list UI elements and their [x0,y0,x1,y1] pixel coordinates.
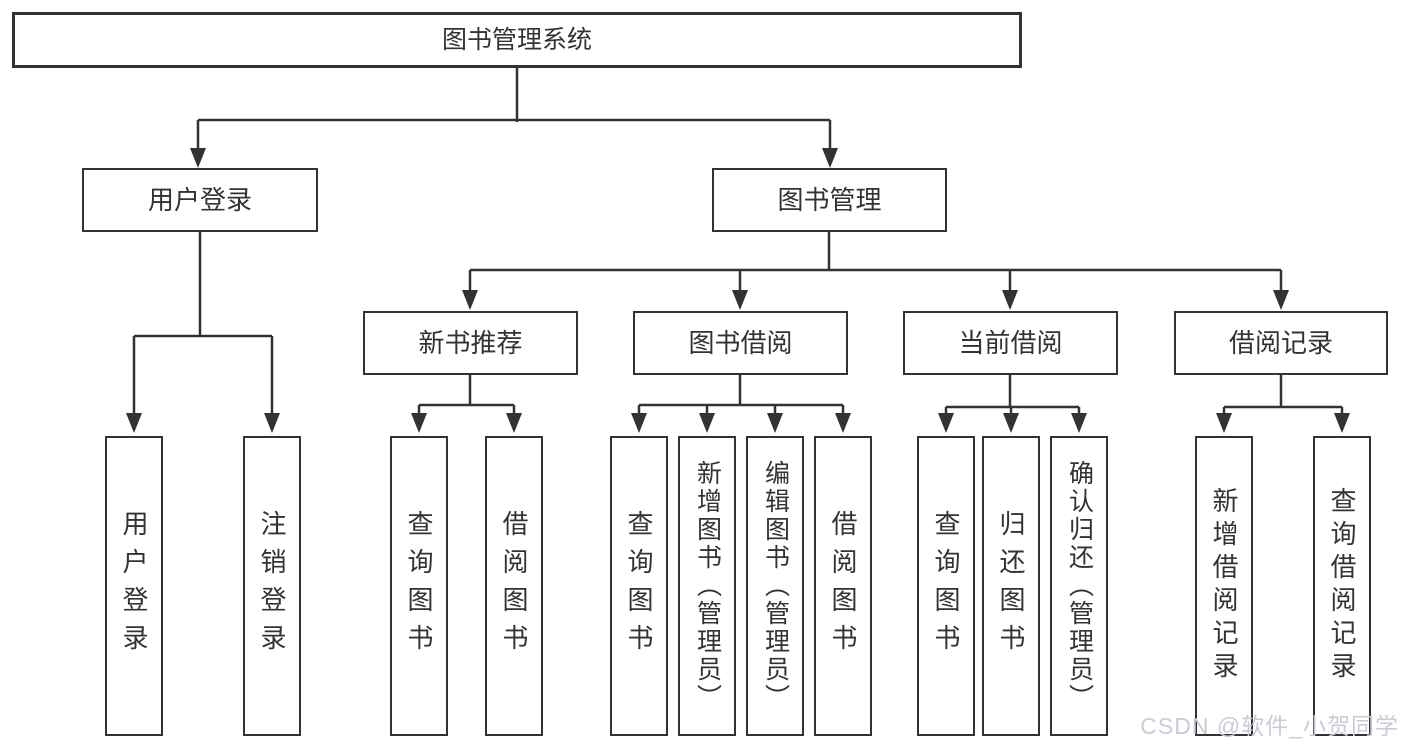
leaf-edit-books-admin: 编辑图书（管理员） [746,436,804,736]
leaf-query-borrow-record-label: 查询借阅记录 [1327,487,1357,685]
node-library-system: 图书管理系统 [12,12,1022,68]
leaf-confirm-return-admin-label: 确认归还（管理员） [1065,460,1094,712]
leaf-edit-books-admin-label: 编辑图书（管理员） [761,460,790,712]
node-borrow-records: 借阅记录 [1174,311,1388,375]
leaf-query-books-current: 查询图书 [917,436,975,736]
node-user-login-label: 用户登录 [147,185,252,215]
leaf-user-login: 用户登录 [105,436,163,736]
node-current-borrowing-label: 当前借阅 [958,328,1063,358]
leaf-query-books-borrow: 查询图书 [610,436,668,736]
leaf-confirm-return-admin: 确认归还（管理员） [1050,436,1108,736]
leaf-query-books-borrow-label: 查询图书 [624,510,654,662]
node-book-management-label: 图书管理 [777,185,882,215]
node-library-system-label: 图书管理系统 [441,25,592,54]
node-book-borrowing: 图书借阅 [633,311,848,375]
leaf-return-books-label: 归还图书 [996,510,1026,662]
leaf-add-borrow-record-label: 新增借阅记录 [1209,487,1239,685]
leaf-query-books-current-label: 查询图书 [931,510,961,662]
node-current-borrowing: 当前借阅 [903,311,1118,375]
leaf-borrow-books-label: 借阅图书 [828,510,858,662]
node-new-book-recommend: 新书推荐 [363,311,578,375]
leaf-add-books-admin-label: 新增图书（管理员） [693,460,722,712]
leaf-return-books: 归还图书 [982,436,1040,736]
leaf-user-login-label: 用户登录 [119,510,149,662]
node-borrow-records-label: 借阅记录 [1228,328,1333,358]
node-user-login: 用户登录 [82,168,318,232]
leaf-add-books-admin: 新增图书（管理员） [678,436,736,736]
leaf-query-books-recommend: 查询图书 [390,436,448,736]
node-book-management: 图书管理 [712,168,947,232]
node-book-borrowing-label: 图书借阅 [688,328,793,358]
leaf-borrow-books: 借阅图书 [814,436,872,736]
watermark: CSDN @软件_小贺同学 [1140,713,1399,739]
leaf-borrow-books-recommend-label: 借阅图书 [499,510,529,662]
leaf-query-borrow-record: 查询借阅记录 [1313,436,1371,736]
leaf-add-borrow-record: 新增借阅记录 [1195,436,1253,736]
leaf-query-books-recommend-label: 查询图书 [404,510,434,662]
leaf-logout-label: 注销登录 [257,510,287,662]
node-new-book-recommend-label: 新书推荐 [418,328,523,358]
leaf-logout: 注销登录 [243,436,301,736]
leaf-borrow-books-recommend: 借阅图书 [485,436,543,736]
